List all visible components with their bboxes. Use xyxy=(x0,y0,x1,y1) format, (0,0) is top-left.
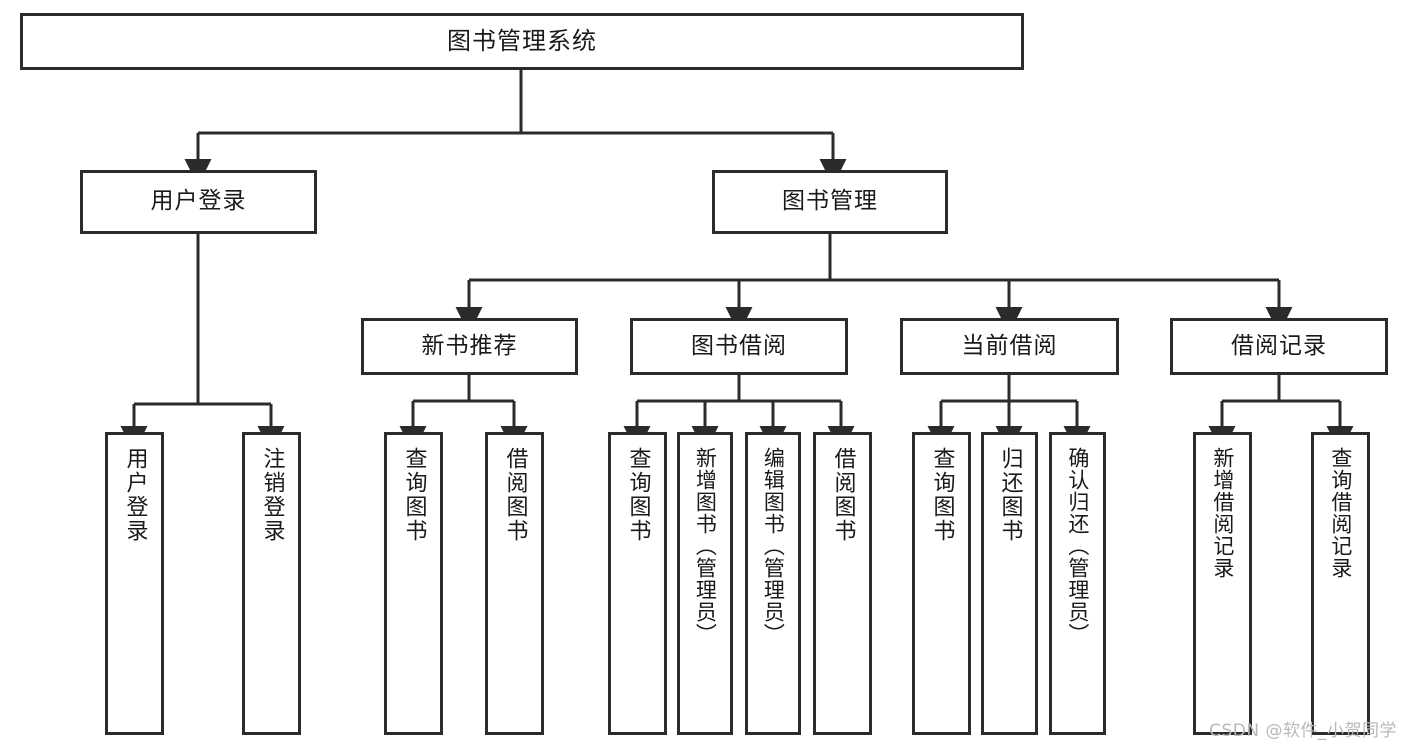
leaf-new-book-query[interactable]: 查询图书 xyxy=(384,432,443,735)
leaf-label: 借阅图书 xyxy=(502,447,528,543)
leaf-book-borrow-add[interactable]: 新增图书（管理员） xyxy=(677,432,733,735)
node-book-manage-label: 图书管理 xyxy=(782,188,878,215)
leaf-new-book-borrow[interactable]: 借阅图书 xyxy=(485,432,544,735)
leaf-current-borrow-return[interactable]: 归还图书 xyxy=(981,432,1038,735)
leaf-current-borrow-confirm[interactable]: 确认归还（管理员） xyxy=(1049,432,1106,735)
leaf-label: 新增借阅记录 xyxy=(1210,447,1235,579)
leaf-label: 查询借阅记录 xyxy=(1328,447,1353,579)
node-borrow-record-label: 借阅记录 xyxy=(1231,332,1327,359)
leaf-label: 用户登录 xyxy=(122,447,148,543)
leaf-book-borrow-edit[interactable]: 编辑图书（管理员） xyxy=(745,432,801,735)
leaf-label: 查询图书 xyxy=(401,447,427,543)
leaf-book-borrow-borrow[interactable]: 借阅图书 xyxy=(813,432,872,735)
leaf-user-login-logout[interactable]: 注销登录 xyxy=(242,432,301,735)
node-root-label: 图书管理系统 xyxy=(447,27,597,56)
node-current-borrow-label: 当前借阅 xyxy=(961,332,1058,359)
node-new-book-label: 新书推荐 xyxy=(421,332,518,359)
leaf-label: 确认归还（管理员） xyxy=(1065,447,1090,645)
csdn-watermark: CSDN @软件_小贺同学 xyxy=(1209,721,1397,741)
node-new-book[interactable]: 新书推荐 xyxy=(361,318,578,375)
node-borrow-record[interactable]: 借阅记录 xyxy=(1170,318,1388,375)
leaf-borrow-record-add[interactable]: 新增借阅记录 xyxy=(1193,432,1252,735)
node-user-login-label: 用户登录 xyxy=(150,188,247,215)
leaf-label: 借阅图书 xyxy=(830,447,856,543)
leaf-label: 查询图书 xyxy=(929,447,955,543)
leaf-label: 新增图书（管理员） xyxy=(693,447,718,645)
node-current-borrow[interactable]: 当前借阅 xyxy=(900,318,1119,375)
node-book-manage[interactable]: 图书管理 xyxy=(712,170,948,234)
leaf-current-borrow-query[interactable]: 查询图书 xyxy=(912,432,971,735)
leaf-label: 查询图书 xyxy=(625,447,651,543)
node-user-login[interactable]: 用户登录 xyxy=(80,170,317,234)
leaf-label: 编辑图书（管理员） xyxy=(761,447,786,645)
leaf-borrow-record-query[interactable]: 查询借阅记录 xyxy=(1311,432,1370,735)
leaf-label: 归还图书 xyxy=(997,447,1023,543)
node-book-borrow[interactable]: 图书借阅 xyxy=(630,318,848,375)
leaf-book-borrow-query[interactable]: 查询图书 xyxy=(608,432,667,735)
node-root[interactable]: 图书管理系统 xyxy=(20,13,1024,70)
leaf-user-login-login[interactable]: 用户登录 xyxy=(105,432,164,735)
leaf-label: 注销登录 xyxy=(259,447,285,543)
node-book-borrow-label: 图书借阅 xyxy=(691,332,787,359)
